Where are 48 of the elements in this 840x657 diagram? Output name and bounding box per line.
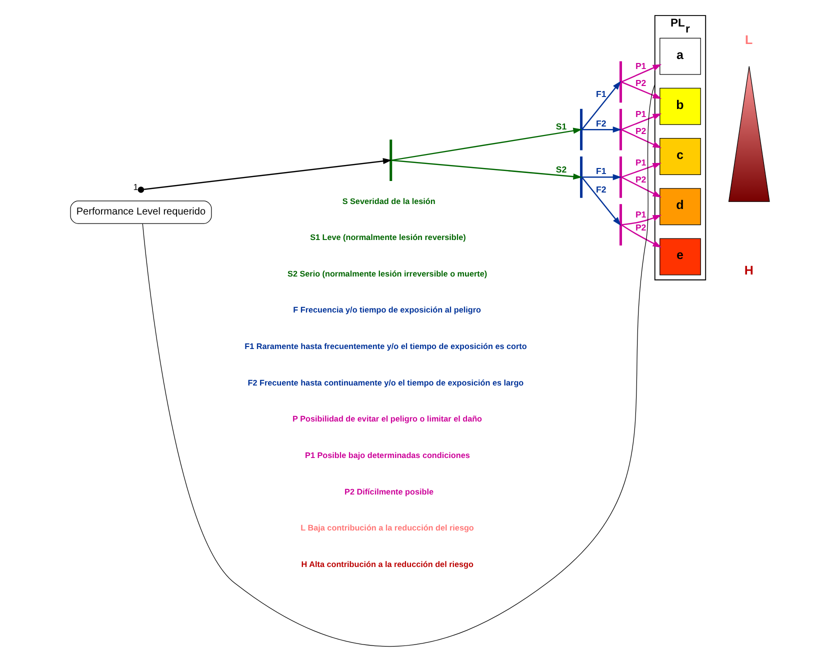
connector (142, 84, 656, 647)
node-label: 1 (133, 182, 138, 192)
node-bar (580, 108, 583, 150)
node-box: b (660, 88, 701, 125)
edge-label: F2 (596, 118, 606, 129)
edge-label: P1 (635, 109, 646, 120)
label: H (744, 263, 754, 278)
edge-label: P2 (635, 222, 646, 233)
arrow (622, 114, 662, 130)
node-bar (619, 204, 622, 246)
node-box: d (660, 188, 701, 226)
edge-label: P2 (635, 174, 646, 184)
edge-label: F1 (596, 166, 606, 176)
arrow (582, 126, 622, 133)
node-bar (390, 140, 392, 181)
label: L (745, 32, 753, 47)
arrow (144, 158, 392, 190)
edge-label: S2 (556, 164, 567, 174)
arrow (621, 176, 662, 198)
arrow (582, 177, 621, 226)
edge-label: P1 (635, 60, 646, 71)
node-triangle (728, 66, 770, 202)
node-box: e (660, 238, 701, 276)
arrow (621, 224, 662, 248)
arrow (622, 214, 662, 226)
edge-label: P1 (635, 157, 646, 168)
arrow (392, 128, 582, 161)
arrow (582, 80, 621, 130)
node-bar (580, 156, 583, 198)
node-bar (619, 108, 622, 150)
edge-label: P1 (635, 209, 646, 220)
node-box: a (660, 38, 701, 75)
arrow (621, 129, 662, 148)
edge-label: P2 (635, 126, 646, 136)
arrow (582, 174, 622, 180)
node-bar (619, 61, 622, 103)
arrow (392, 160, 582, 180)
edge-label: P2 (635, 78, 646, 88)
edge-label: F2 (596, 184, 606, 194)
edge-label: S1 (556, 122, 567, 132)
edge-label: F1 (596, 89, 606, 100)
arrow (622, 82, 662, 99)
arrow (621, 64, 662, 82)
node-circle (138, 186, 144, 193)
arrow (622, 162, 662, 178)
node-box: c (660, 138, 701, 175)
node-bar (619, 156, 622, 198)
node-box: Performance Level requerido (70, 200, 212, 224)
